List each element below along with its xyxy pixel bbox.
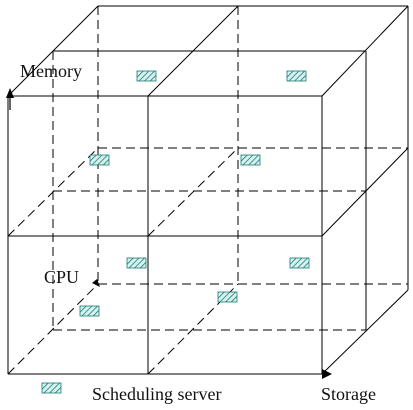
scheduling-server-icon	[240, 154, 261, 166]
legend-label: Scheduling server	[92, 384, 222, 404]
scheduling-server-icon	[89, 154, 110, 166]
storage-axis-label: Storage	[321, 384, 376, 404]
memory-axis-arrow	[6, 88, 14, 110]
scheduling-server-icons	[41, 70, 310, 394]
scheduling-server-icon	[289, 257, 310, 269]
storage-axis-arrow	[322, 369, 332, 379]
cpu-axis-label: CPU	[44, 267, 80, 287]
legend-scheduling-server-icon	[41, 382, 62, 394]
cpu-axis-arrow	[92, 279, 100, 287]
scheduling-server-icon	[136, 70, 157, 82]
scheduling-server-icon	[79, 305, 100, 317]
scheduling-server-icon	[286, 70, 307, 82]
scheduling-server-icon	[217, 291, 238, 303]
hidden-edges	[7, 6, 408, 375]
memory-axis-label: Memory	[20, 61, 82, 81]
scheduling-server-icon	[126, 257, 147, 269]
